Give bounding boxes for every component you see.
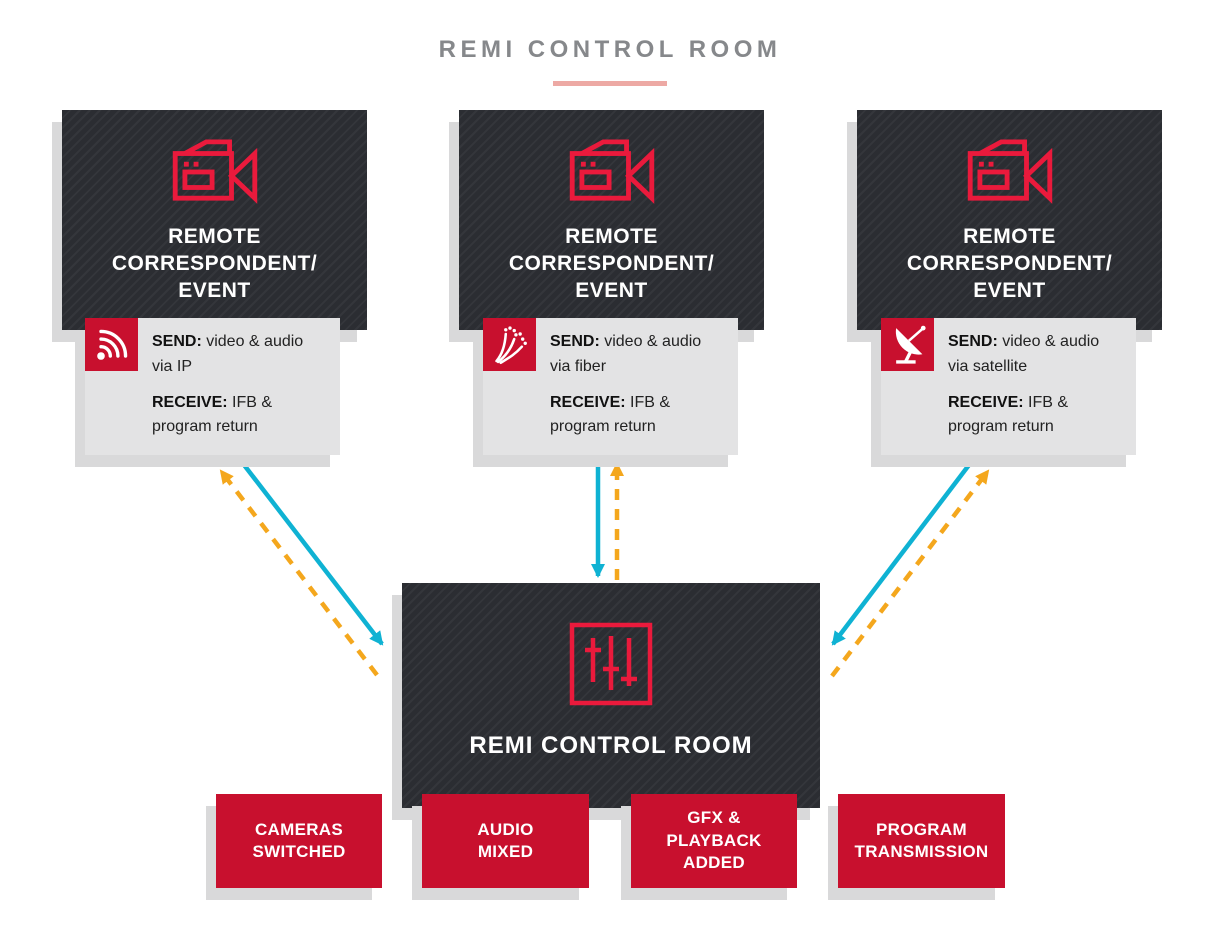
receive-line: RECEIVE: IFB & program return [550, 391, 730, 441]
output-audio-mixed: AUDIO MIXED [422, 794, 589, 888]
receive-text: IFB & program return [550, 393, 671, 436]
remote-node-1-io-box: SEND: video & audio via IP RECEIVE: IFB … [85, 318, 340, 455]
output-label: PROGRAM TRANSMISSION [854, 819, 989, 861]
remote-node-1-panel: REMOTE CORRESPONDENT/ EVENT [62, 110, 367, 330]
video-camera-icon [569, 139, 654, 204]
transport-icon-tile [881, 318, 934, 371]
receive-label: RECEIVE: [152, 393, 228, 411]
send-text: video & audio via satellite [948, 333, 1100, 375]
send-label: SEND: [152, 333, 202, 350]
send-label: SEND: [948, 333, 998, 350]
title-underline-divider [553, 81, 667, 86]
io-text: SEND: video & audio via IP RECEIVE: IFB … [152, 330, 332, 440]
video-camera-icon [967, 139, 1052, 204]
video-camera-icon [172, 139, 257, 204]
remote-node-3-io-box: SEND: video & audio via satellite RECEIV… [881, 318, 1136, 455]
return-arrow-right [830, 469, 990, 678]
send-label: SEND: [550, 333, 600, 350]
transport-icon-tile [483, 318, 536, 371]
receive-text: IFB & program return [948, 393, 1069, 436]
remote-node-title: REMOTE CORRESPONDENT/ EVENT [111, 225, 318, 302]
io-text: SEND: video & audio via satellite RECEIV… [948, 330, 1128, 440]
send-line: SEND: video & audio via IP [152, 330, 332, 380]
remote-node-title: REMOTE CORRESPONDENT/ EVENT [906, 225, 1113, 302]
remote-node-3-panel: REMOTE CORRESPONDENT/ EVENT [857, 110, 1162, 330]
fiber-optic-icon [494, 325, 527, 364]
output-label: AUDIO MIXED [477, 819, 534, 861]
send-text: video & audio via IP [152, 333, 304, 375]
io-text: SEND: video & audio via fiber RECEIVE: I… [550, 330, 730, 440]
send-arrow-right [831, 459, 974, 646]
remote-node-2-io-box: SEND: video & audio via fiber RECEIVE: I… [483, 318, 738, 455]
output-label: GFX & PLAYBACK ADDED [666, 808, 762, 873]
output-program-transmission: PROGRAM TRANSMISSION [838, 794, 1005, 888]
control-room-title: REMI CONTROL ROOM [469, 732, 753, 759]
send-line: SEND: video & audio via satellite [948, 330, 1128, 380]
remote-node-title: REMOTE CORRESPONDENT/ EVENT [508, 225, 715, 302]
output-cameras-switched: CAMERAS SWITCHED [216, 794, 382, 888]
transport-icon-tile [85, 318, 138, 371]
satellite-dish-icon [895, 325, 926, 364]
page-title: REMI CONTROL ROOM [438, 36, 782, 63]
send-arrow-left [239, 459, 384, 646]
wireless-ip-icon [96, 329, 127, 360]
send-line: SEND: video & audio via fiber [550, 330, 730, 380]
remote-node-2-panel: REMOTE CORRESPONDENT/ EVENT [459, 110, 764, 330]
receive-label: RECEIVE: [948, 393, 1024, 411]
receive-label: RECEIVE: [550, 393, 626, 411]
output-label: CAMERAS SWITCHED [252, 819, 346, 861]
receive-line: RECEIVE: IFB & program return [948, 391, 1128, 441]
receive-text: IFB & program return [152, 393, 273, 436]
return-arrow-left [219, 469, 379, 677]
control-room-panel: REMI CONTROL ROOM [402, 583, 820, 808]
audio-mixer-icon [569, 622, 653, 706]
receive-line: RECEIVE: IFB & program return [152, 391, 332, 441]
send-text: video & audio via fiber [550, 333, 702, 375]
output-gfx-playback-added: GFX & PLAYBACK ADDED [631, 794, 797, 888]
